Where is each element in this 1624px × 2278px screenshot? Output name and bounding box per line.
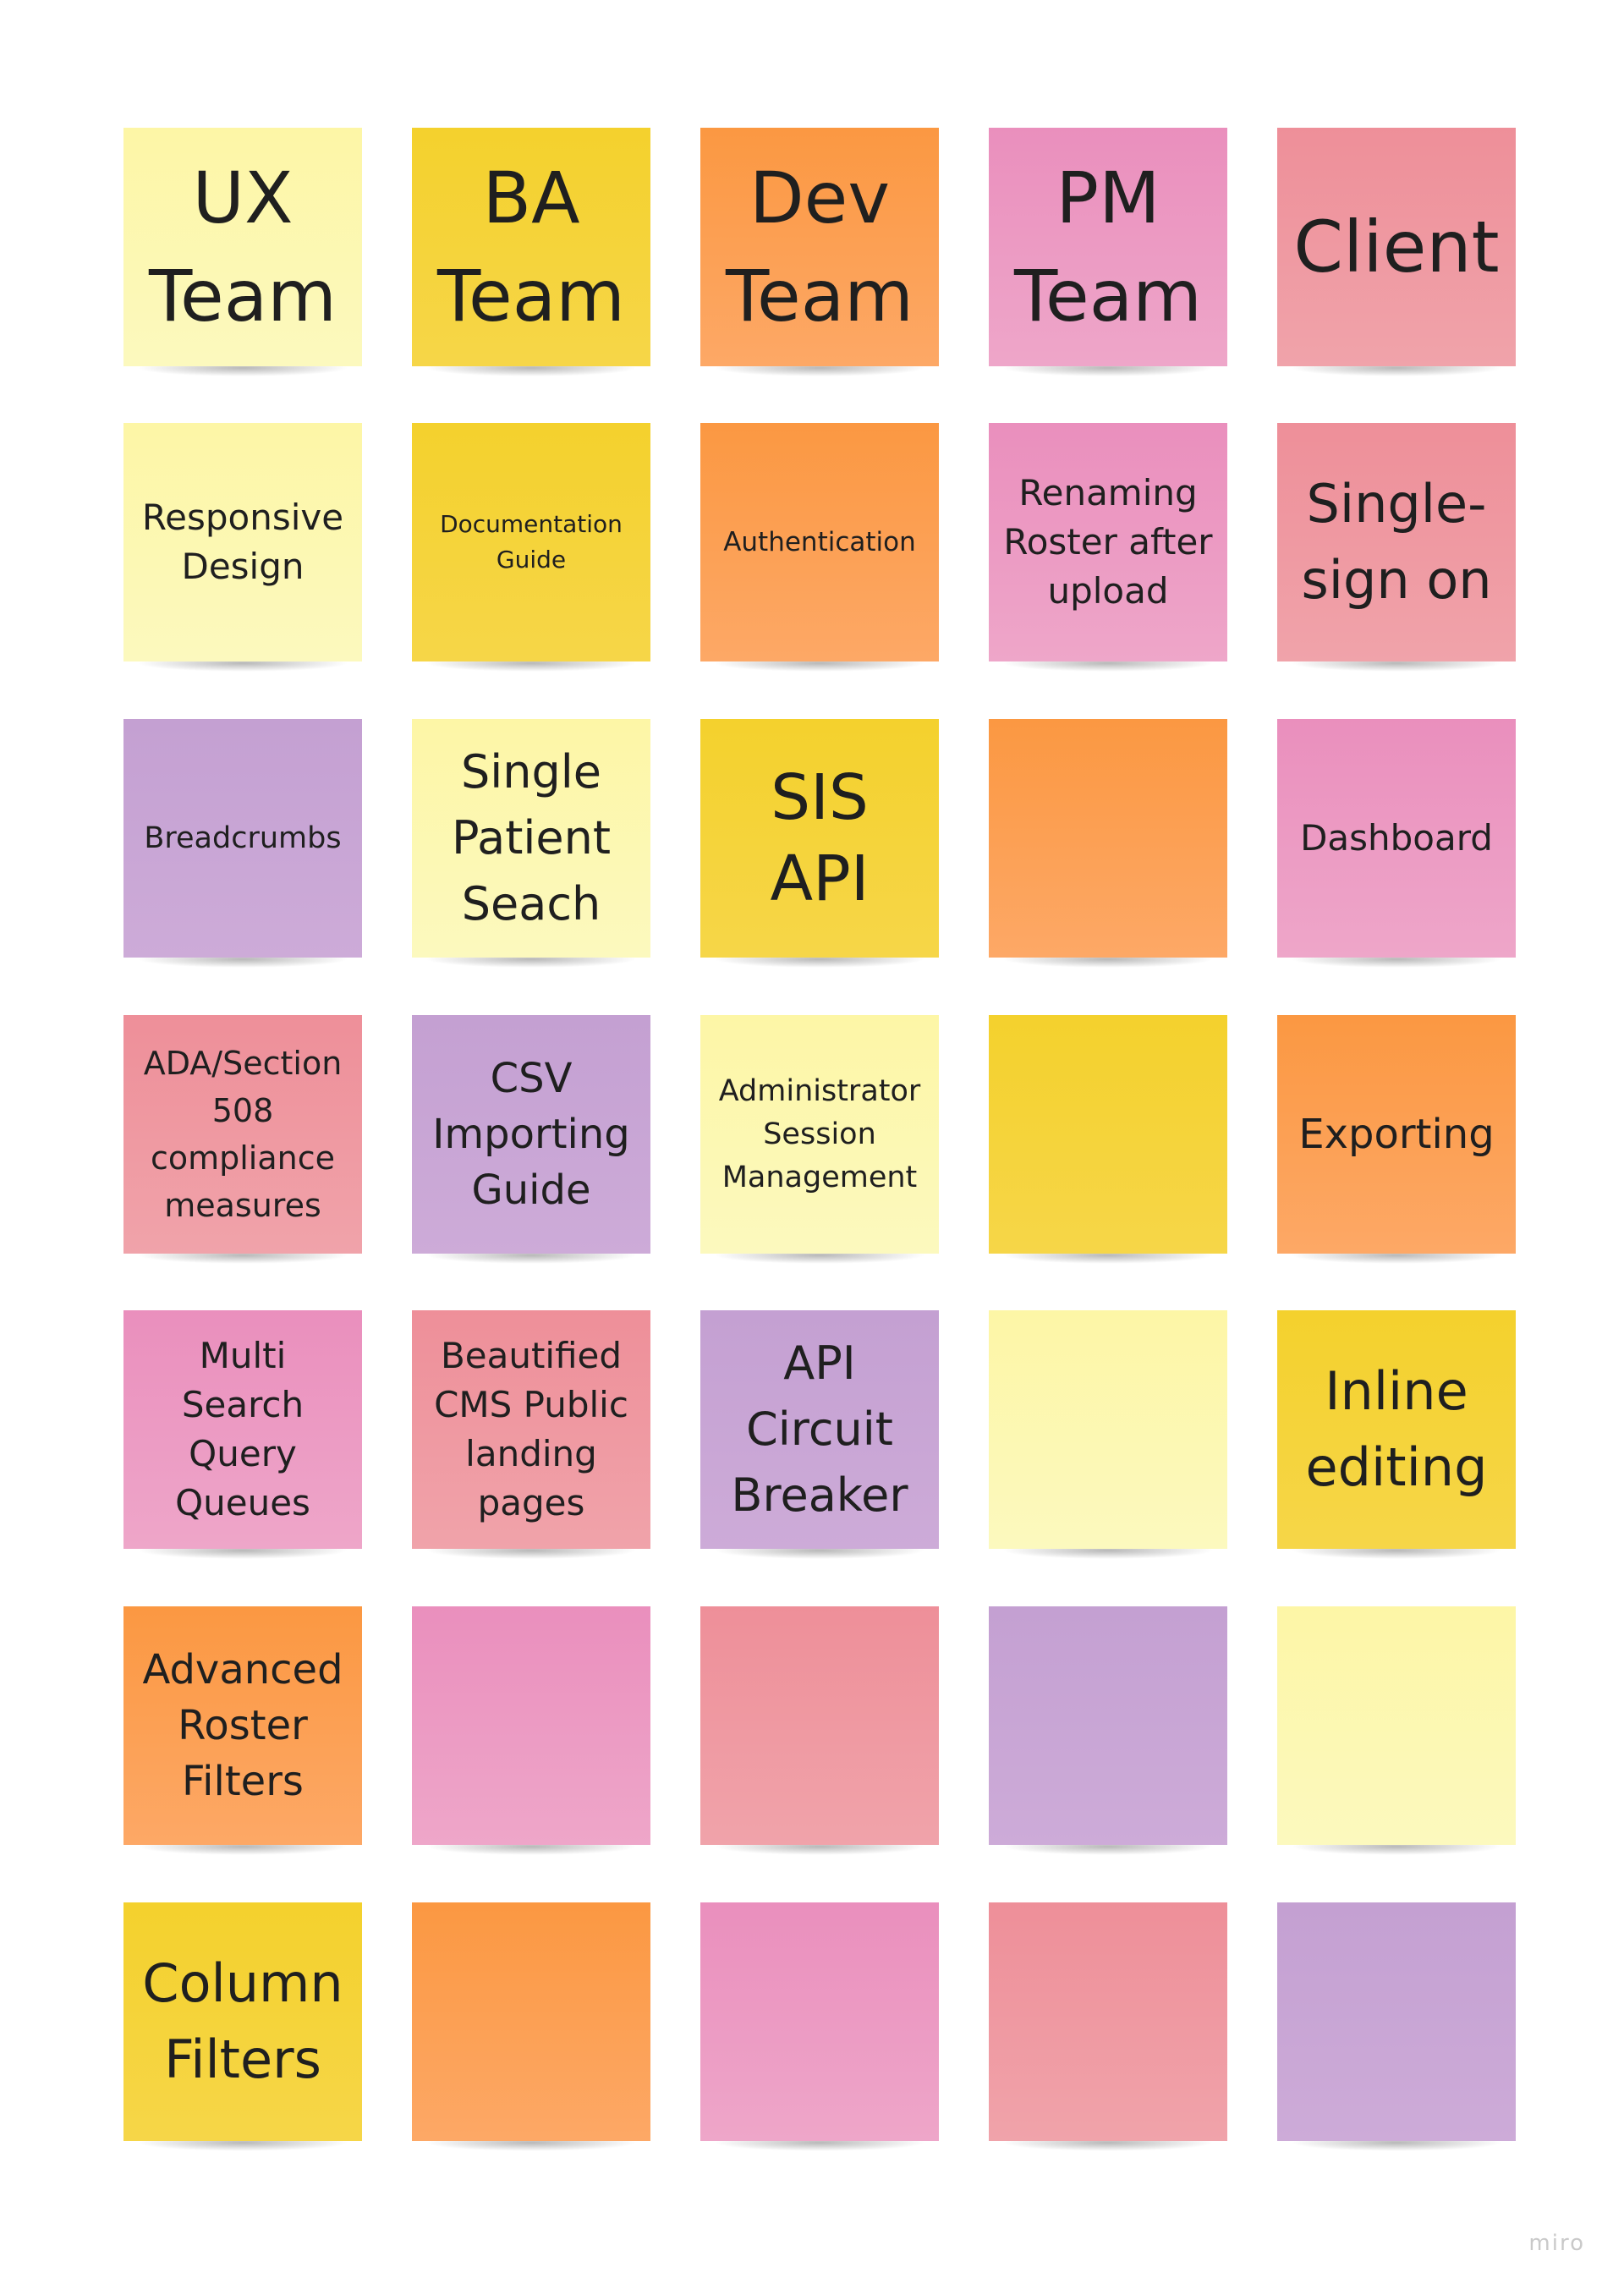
sticky-note-text: Client bbox=[1293, 206, 1500, 288]
sticky-note-text: ADA/Section 508 compliance measures bbox=[143, 1045, 343, 1224]
sticky-note-text: Multi Search Query Queues bbox=[175, 1335, 310, 1523]
sticky-note[interactable] bbox=[989, 1902, 1227, 2151]
sticky-note[interactable]: Column Filters bbox=[123, 1902, 362, 2151]
sticky-note[interactable]: Breadcrumbs bbox=[123, 719, 362, 968]
sticky-note[interactable] bbox=[412, 1902, 650, 2151]
sticky-note[interactable] bbox=[700, 1902, 939, 2151]
sticky-note-text: Renaming Roster after upload bbox=[1003, 472, 1213, 612]
sticky-note-text: CSV Importing Guide bbox=[432, 1055, 630, 1214]
sticky-note[interactable]: Single Patient Seach bbox=[412, 719, 650, 968]
sticky-note-text: Beautified CMS Public landing pages bbox=[434, 1335, 628, 1523]
miro-watermark: miro bbox=[1528, 2231, 1585, 2256]
sticky-note[interactable]: Dashboard bbox=[1277, 719, 1516, 968]
sticky-note[interactable]: Single- sign on bbox=[1277, 423, 1516, 672]
sticky-note-text: UX Team bbox=[148, 156, 337, 338]
sticky-note[interactable]: CSV Importing Guide bbox=[412, 1015, 650, 1264]
sticky-note[interactable] bbox=[989, 1606, 1227, 1855]
sticky-note-text: Inline editing bbox=[1305, 1360, 1488, 1498]
sticky-note[interactable]: Inline editing bbox=[1277, 1310, 1516, 1559]
sticky-note[interactable]: Administrator Session Management bbox=[700, 1015, 939, 1264]
sticky-note[interactable]: API Circuit Breaker bbox=[700, 1310, 939, 1559]
sticky-note[interactable] bbox=[989, 719, 1227, 968]
sticky-note[interactable]: PM Team bbox=[989, 128, 1227, 376]
sticky-note-text: SIS API bbox=[770, 761, 870, 915]
sticky-note[interactable] bbox=[412, 1606, 650, 1855]
sticky-note-text: Single- sign on bbox=[1301, 473, 1492, 611]
sticky-note[interactable]: SIS API bbox=[700, 719, 939, 968]
sticky-note-text: Documentation Guide bbox=[440, 510, 623, 574]
sticky-note[interactable]: Beautified CMS Public landing pages bbox=[412, 1310, 650, 1559]
sticky-note[interactable] bbox=[1277, 1606, 1516, 1855]
sticky-note[interactable]: Responsive Design bbox=[123, 423, 362, 672]
sticky-note-text: Breadcrumbs bbox=[144, 821, 342, 855]
sticky-note-text: Exporting bbox=[1298, 1111, 1495, 1158]
sticky-note[interactable]: UX Team bbox=[123, 128, 362, 376]
sticky-note[interactable]: Dev Team bbox=[700, 128, 939, 376]
sticky-note-text: Single Patient Seach bbox=[451, 745, 612, 930]
sticky-note-text: Column Filters bbox=[142, 1952, 343, 2090]
sticky-note[interactable]: BA Team bbox=[412, 128, 650, 376]
sticky-note[interactable]: Documentation Guide bbox=[412, 423, 650, 672]
sticky-note[interactable]: Exporting bbox=[1277, 1015, 1516, 1264]
sticky-note[interactable] bbox=[989, 1015, 1227, 1264]
sticky-note[interactable]: Authentication bbox=[700, 423, 939, 672]
sticky-note-text: BA Team bbox=[436, 156, 626, 338]
sticky-note[interactable]: Client bbox=[1277, 128, 1516, 376]
sticky-note-text: PM Team bbox=[1013, 156, 1203, 338]
sticky-note[interactable] bbox=[700, 1606, 939, 1855]
sticky-note[interactable]: Multi Search Query Queues bbox=[123, 1310, 362, 1559]
sticky-note[interactable]: ADA/Section 508 compliance measures bbox=[123, 1015, 362, 1264]
sticky-note-text: Authentication bbox=[723, 527, 916, 557]
sticky-note[interactable]: Advanced Roster Filters bbox=[123, 1606, 362, 1855]
sticky-note[interactable] bbox=[989, 1310, 1227, 1559]
sticky-note-text: Administrator Session Management bbox=[718, 1073, 921, 1194]
sticky-note-text: Dashboard bbox=[1300, 817, 1493, 859]
sticky-note-text: Responsive Design bbox=[141, 497, 344, 587]
sticky-note[interactable]: Renaming Roster after upload bbox=[989, 423, 1227, 672]
sticky-note-text: Advanced Roster Filters bbox=[142, 1646, 343, 1805]
sticky-note-text: API Circuit Breaker bbox=[731, 1337, 908, 1522]
sticky-note[interactable] bbox=[1277, 1902, 1516, 2151]
sticky-note-text: Dev Team bbox=[725, 156, 914, 338]
